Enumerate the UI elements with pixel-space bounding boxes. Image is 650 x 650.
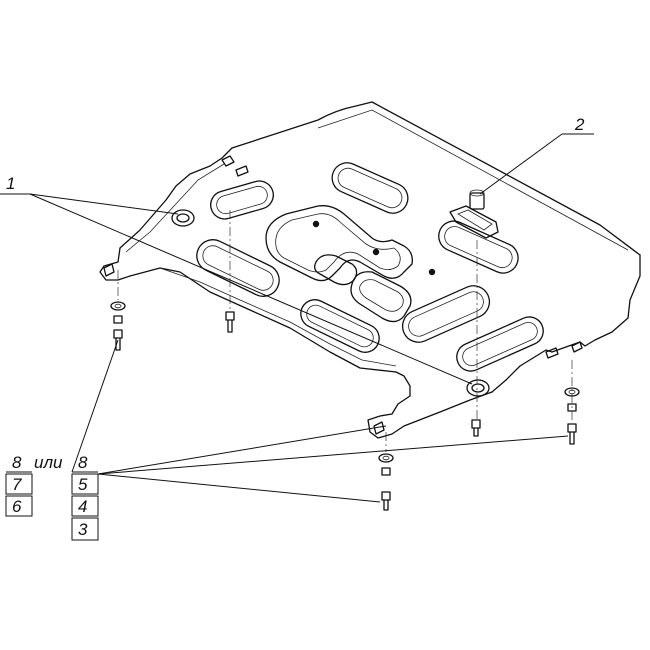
bolt xyxy=(567,423,577,445)
right-tab-slot-b xyxy=(571,341,583,353)
table-leader-c xyxy=(97,473,381,503)
plate-back-edge xyxy=(231,101,641,256)
rib-center-left-step xyxy=(314,254,358,286)
rib-front-center xyxy=(300,299,380,353)
hole-dot xyxy=(428,268,436,276)
bolt xyxy=(471,419,481,437)
callout-2-leader xyxy=(479,133,563,195)
washer xyxy=(110,301,126,311)
nut xyxy=(567,403,577,412)
plate-holes xyxy=(171,189,499,397)
table-right-row-1: 8 xyxy=(78,453,88,472)
plate-front-flange xyxy=(159,267,397,367)
table-right-row-2: 5 xyxy=(78,475,88,494)
grommet-left xyxy=(171,209,195,227)
table-right-row-4: 3 xyxy=(78,520,88,539)
bolt xyxy=(225,311,235,333)
washer xyxy=(378,453,394,463)
fastener-table: 8 7 6 или 8 5 4 3 xyxy=(5,453,99,541)
table-leader-left xyxy=(71,339,119,473)
spacer-part-2 xyxy=(469,192,485,210)
table-leader-a xyxy=(97,425,387,475)
axis-lines xyxy=(117,210,573,452)
nut xyxy=(113,315,123,324)
grommet-front xyxy=(466,379,490,397)
rib-right-middle xyxy=(401,285,491,343)
plate-back-bend xyxy=(317,109,629,251)
table-leader-b xyxy=(97,435,569,475)
callout-1-label: 1 xyxy=(6,174,15,193)
hole-dot xyxy=(312,220,320,228)
skid-plate xyxy=(99,101,641,439)
stiffening-ribs xyxy=(196,162,544,372)
plate-front-right-edge xyxy=(367,371,493,439)
washer xyxy=(564,387,580,397)
bolt xyxy=(113,329,123,351)
left-tab-slot-b xyxy=(235,165,249,177)
hole-dot xyxy=(372,248,380,256)
callout-1-leader-b xyxy=(29,193,473,385)
plate-left-flange xyxy=(125,163,225,253)
left-tab-slot-a xyxy=(221,155,235,167)
rib-right-upper xyxy=(438,220,519,274)
mount-bracket xyxy=(449,205,499,239)
plate-right-tab xyxy=(491,339,596,393)
left-tab-slot-c xyxy=(103,263,115,277)
fasteners xyxy=(110,301,580,511)
callout-1-leader-a xyxy=(29,193,179,215)
plate-front-edge xyxy=(99,247,397,373)
front-tab-slot xyxy=(373,421,385,435)
table-or-word: или xyxy=(34,453,63,472)
plate-left-edge xyxy=(119,147,233,249)
table-left-row-3: 6 xyxy=(12,497,22,516)
nut xyxy=(381,467,391,476)
rib-center-serpentine xyxy=(265,205,413,282)
right-tab-slot-a xyxy=(545,347,559,359)
table-left-row-2: 7 xyxy=(12,475,22,494)
leader-lines xyxy=(0,133,594,503)
plate-right-edge xyxy=(594,254,641,341)
callout-2-label: 2 xyxy=(574,115,585,134)
bolt xyxy=(381,491,391,511)
rib-top-center xyxy=(331,162,409,214)
rib-left-lower xyxy=(196,239,280,297)
table-left-row-1: 8 xyxy=(12,453,22,472)
rib-top-left xyxy=(210,180,274,220)
rib-right-lower xyxy=(456,316,544,372)
rib-center-loop xyxy=(350,271,412,323)
table-right-row-3: 4 xyxy=(78,497,87,516)
